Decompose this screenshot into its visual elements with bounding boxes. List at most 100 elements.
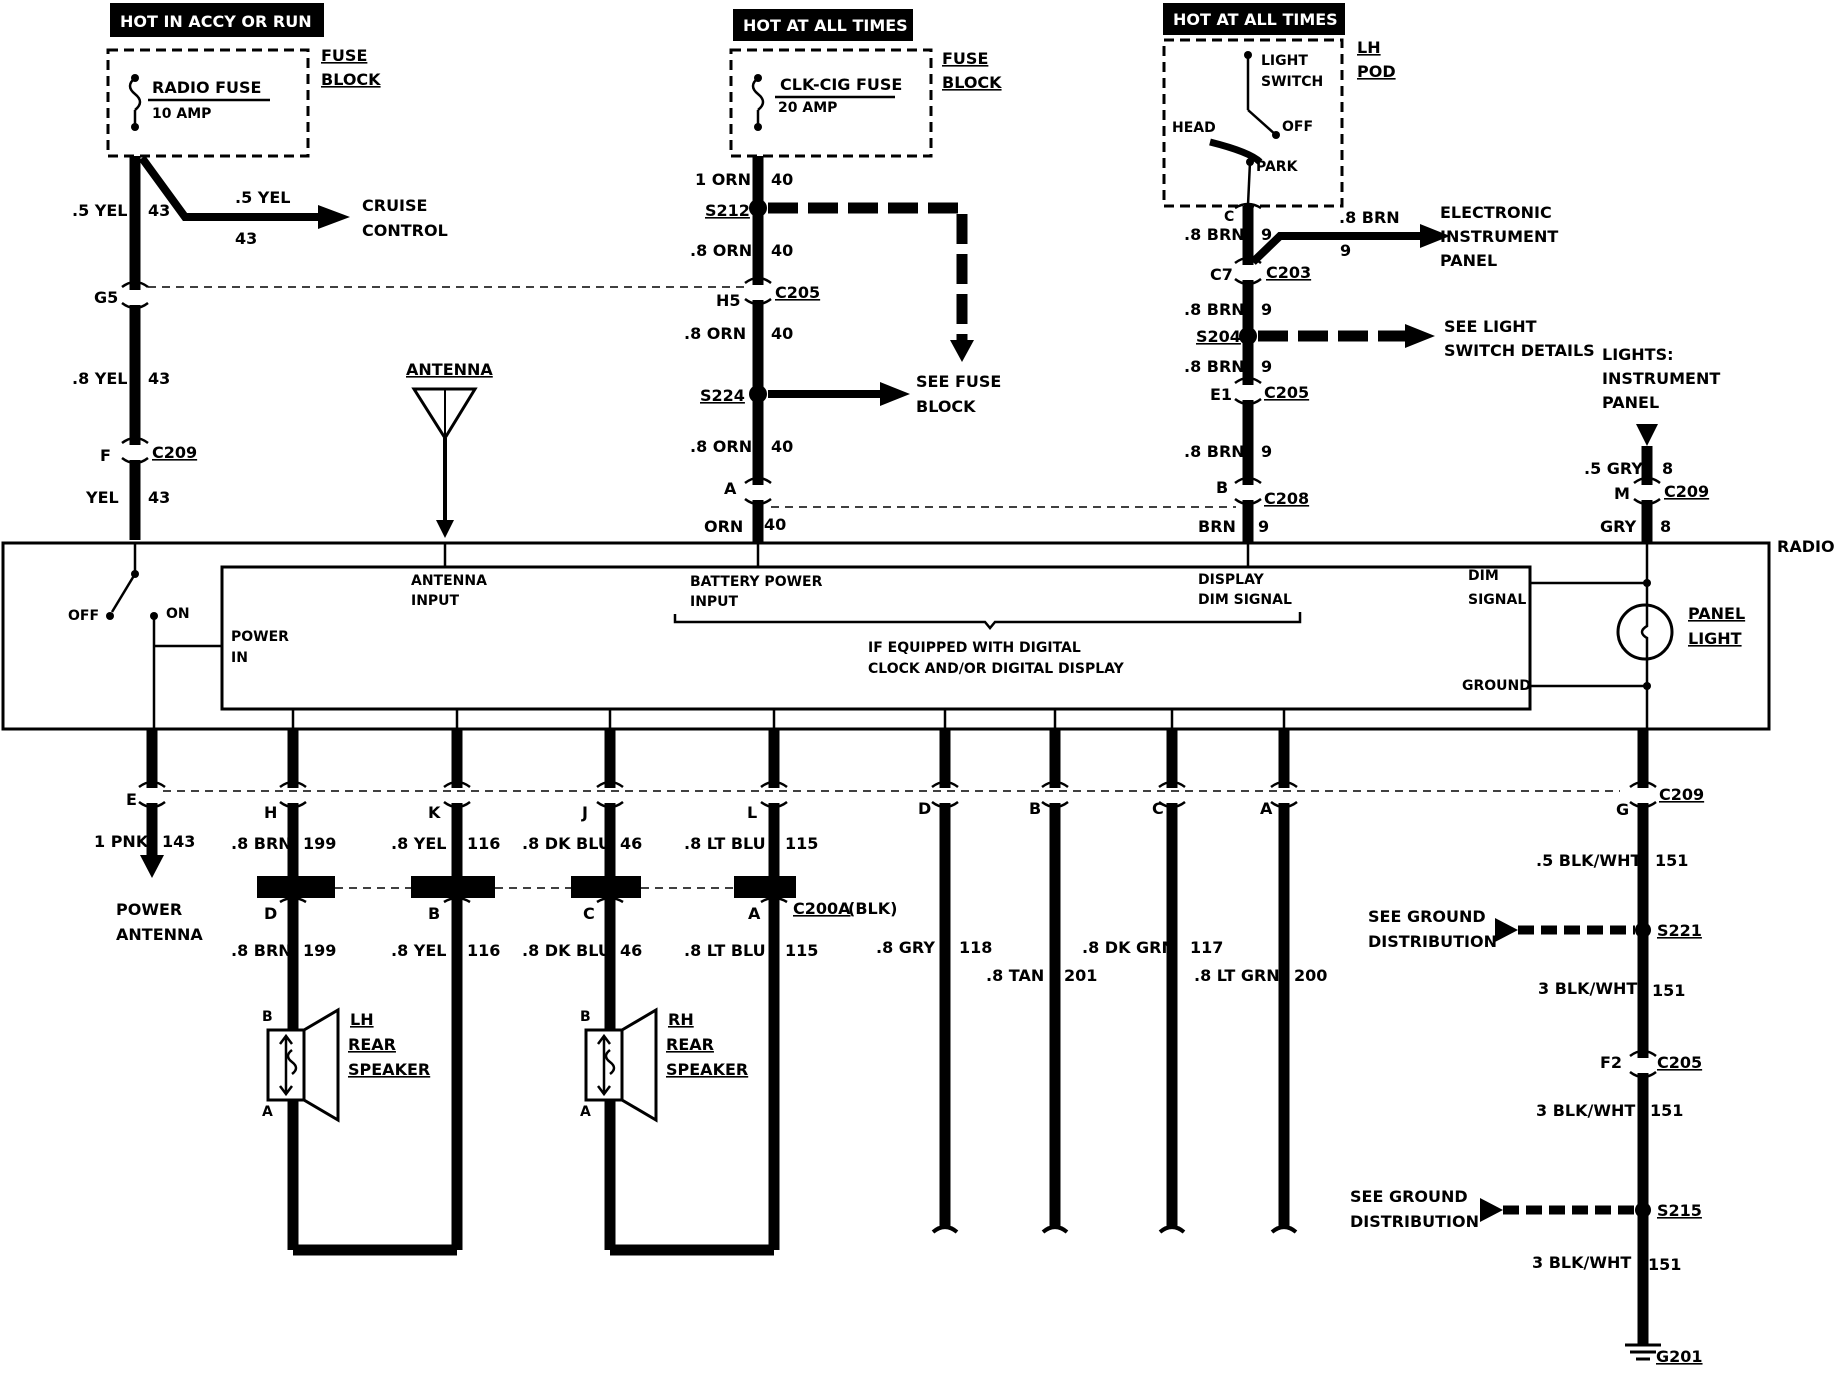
bottom-g: G [1616, 800, 1629, 819]
lights-ip-label-2: INSTRUMENT [1602, 369, 1720, 388]
w9-c208: C208 [1264, 489, 1309, 508]
electronic-ip-arrow [1420, 224, 1450, 248]
wire-46-dkblu [571, 729, 641, 1015]
wire-199-brn [257, 729, 335, 1015]
w40-n40a: 40 [771, 170, 793, 189]
gnd-f2: F2 [1600, 1053, 1622, 1072]
radio-fuse-amp: 10 AMP [152, 106, 211, 122]
bottom-a-conn: A [748, 904, 761, 923]
w43-yel8: .8 YEL [72, 369, 128, 388]
gnd-n151d: 151 [1648, 1255, 1681, 1274]
see-fuse-label-1: SEE FUSE [916, 372, 1001, 391]
electronic-ip-label-2: INSTRUMENT [1440, 227, 1558, 246]
s215-dot [1635, 1202, 1651, 1218]
bottom-j: J [581, 803, 588, 822]
lights-ip-arrow [1636, 424, 1658, 446]
w9-c205: C205 [1264, 383, 1309, 402]
switch-off-label: OFF [1282, 119, 1313, 135]
w43-yel5: .5 YEL [72, 201, 128, 220]
w40-n40b: 40 [771, 241, 793, 260]
wire-116-yel [411, 729, 495, 1250]
bottom-dkgrn: .8 DK GRN [1082, 938, 1175, 957]
bottom-e: E [126, 790, 137, 809]
wire-200-ltgrn [1270, 729, 1298, 1234]
rh-speaker-icon [584, 1007, 658, 1250]
bottom-n116a: 116 [467, 834, 500, 853]
panel-light-label-2: LIGHT [1688, 629, 1742, 648]
bottom-n117: 117 [1190, 938, 1223, 957]
w40-s212: S212 [705, 201, 750, 220]
dim-signal-label-1: DIM [1468, 568, 1499, 584]
bottom-ltblu-a: .8 LT BLU [684, 834, 766, 853]
lh-speaker-label-1: LH [350, 1010, 374, 1029]
bottom-n201: 201 [1064, 966, 1097, 985]
header-clk-fuse-text: HOT AT ALL TIMES [743, 16, 908, 35]
w9-brn8c: .8 BRN [1184, 357, 1245, 376]
c200a-blk: (BLK) [848, 899, 897, 918]
digital-bracket [673, 612, 1302, 630]
gnd-n151c: 151 [1650, 1101, 1683, 1120]
light-switch-label-1: LIGHT [1261, 53, 1308, 69]
w43-f: F [100, 446, 111, 465]
light-switch-blade [1247, 109, 1277, 136]
s204-arrow [1405, 324, 1435, 348]
header-radio-fuse: HOT IN ACCY OR RUN [110, 3, 324, 37]
lh-speaker-b: B [262, 1009, 273, 1025]
lh-pod-label-2: POD [1357, 62, 1396, 81]
w40-n40d: 40 [771, 437, 793, 456]
dim-signal-label-2: SIGNAL [1468, 592, 1526, 608]
lights-ip-label-1: LIGHTS: [1602, 345, 1674, 364]
radio-switch-off: OFF [68, 608, 99, 624]
clk-fuse-amp: 20 AMP [778, 100, 837, 116]
gnd-blkwht3a: 3 BLK/WHT [1538, 979, 1637, 998]
wire-43-yel [121, 155, 350, 540]
w8-gry: GRY [1600, 517, 1637, 536]
s221-dot [1635, 922, 1651, 938]
wire-117-dkgrn [1158, 729, 1186, 1234]
w43-c209: C209 [152, 443, 197, 462]
bottom-n143: 143 [162, 832, 195, 851]
panel-light-label-1: PANEL [1688, 604, 1745, 623]
w40-n40c: 40 [771, 324, 793, 343]
clk-fuse-box [729, 48, 933, 158]
s224-dot [749, 385, 767, 403]
light-switch-label-2: SWITCH [1261, 74, 1323, 90]
w9-n9a: 9 [1261, 225, 1272, 244]
wire-9-brn [1234, 202, 1450, 542]
w9-brn8b: .8 BRN [1184, 300, 1245, 319]
w43-branch-yel: .5 YEL [235, 188, 291, 207]
w9-c203: C203 [1266, 263, 1311, 282]
w9-brn8d: .8 BRN [1184, 442, 1245, 461]
bottom-dkblu-b: .8 DK BLU [522, 941, 611, 960]
wire-115-ltblu [734, 729, 796, 1250]
w9-branch-brn: .8 BRN [1339, 208, 1400, 227]
w9-s204: S204 [1196, 327, 1241, 346]
radio-fuse-symbol [128, 77, 142, 111]
electronic-ip-label-3: PANEL [1440, 251, 1497, 270]
clk-fuse-symbol [751, 77, 765, 111]
bottom-ltgrn: .8 LT GRN [1194, 966, 1280, 985]
display-dim-label-1: DISPLAY [1198, 572, 1265, 588]
bottom-c209: C209 [1659, 785, 1704, 804]
w9-n9e: 9 [1258, 517, 1269, 536]
battery-input-label-1: BATTERY POWER [690, 574, 823, 590]
bottom-b-conn: B [428, 904, 440, 923]
antenna-label: ANTENNA [406, 360, 493, 379]
bottom-pnk: 1 PNK [94, 832, 149, 851]
see-ground-2b: DISTRIBUTION [1350, 1212, 1479, 1231]
c200a-label: C200A [793, 899, 851, 918]
w9-brn8a: .8 BRN [1184, 225, 1245, 244]
s212-arrow [950, 340, 974, 362]
see-ground-1b: DISTRIBUTION [1368, 932, 1497, 951]
bottom-d: D [918, 799, 931, 818]
header-radio-fuse-text: HOT IN ACCY OR RUN [120, 12, 312, 31]
w40-a: A [724, 479, 737, 498]
bottom-k: K [428, 803, 441, 822]
clk-fuse-name: CLK-CIG FUSE [780, 75, 902, 94]
rh-speaker-label-2: REAR [666, 1035, 714, 1054]
w43-g5: G5 [94, 288, 118, 307]
wire-201-tan [1041, 729, 1069, 1234]
w40-orn1: 1 ORN [695, 170, 751, 189]
bottom-h: H [264, 803, 277, 822]
wire-8-gry [1633, 424, 1661, 542]
